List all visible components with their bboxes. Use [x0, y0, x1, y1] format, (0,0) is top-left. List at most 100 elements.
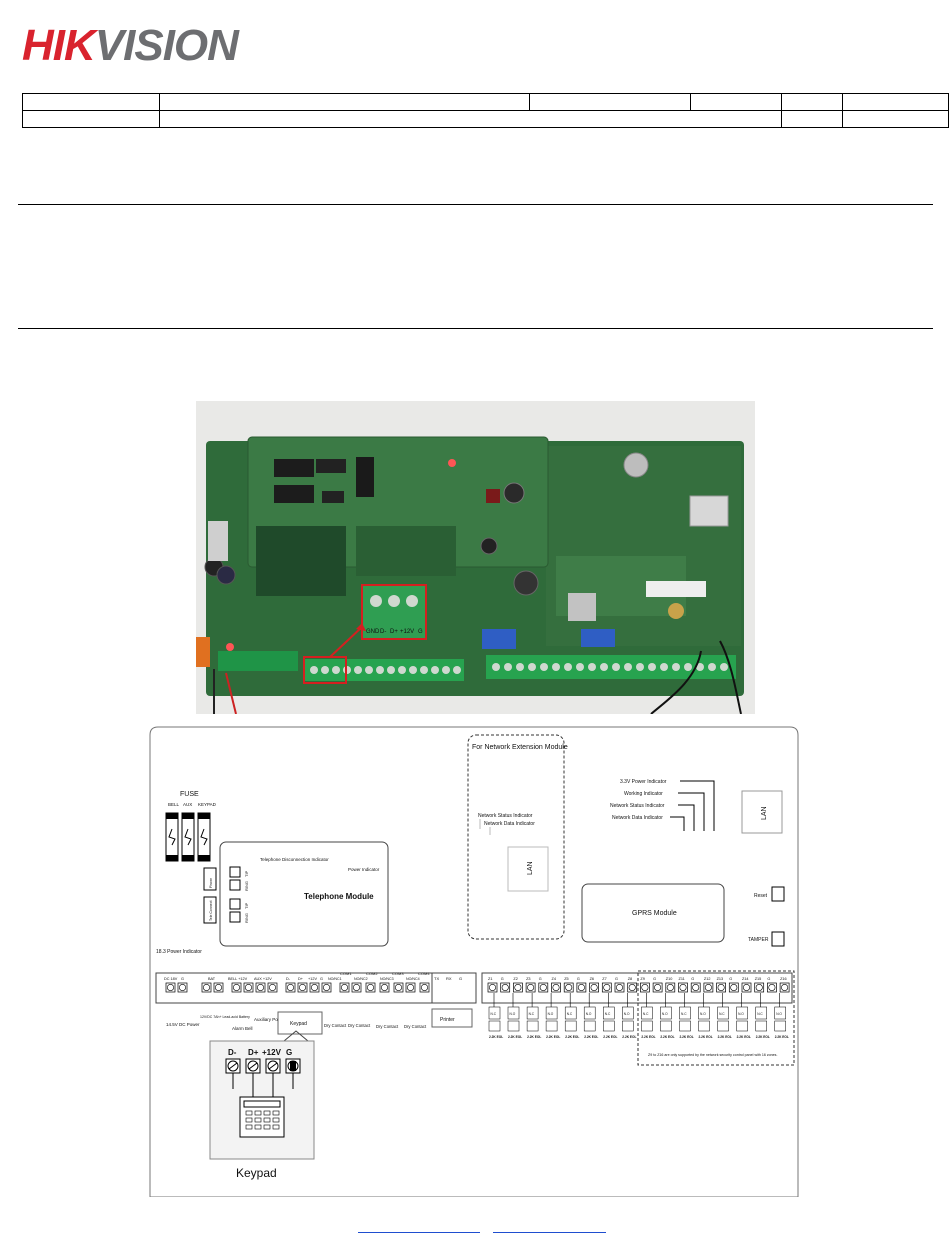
zone-sensor-type: N.C — [491, 1012, 497, 1016]
terminal-screw-head — [406, 983, 414, 991]
printer-rx: RX — [446, 976, 452, 981]
power-caption: 14.5V DC Power — [166, 1022, 200, 1027]
header-row-1 — [22, 93, 949, 111]
relay-nonc2: NO/NC2 — [354, 977, 368, 981]
terminal-screw-head — [178, 983, 186, 991]
network-status-indicator-small: Network Status Indicator — [478, 813, 533, 819]
kpd-12v: +12V — [262, 1048, 282, 1057]
kp-term-dminus: D- — [286, 977, 291, 981]
line-label-tip-1: TIP — [244, 870, 249, 877]
header-cell — [690, 93, 782, 111]
terminal-screw-head — [755, 983, 763, 991]
terminal-screw-head — [717, 983, 725, 991]
zone-sensor-type: N.O — [586, 1012, 592, 1016]
power-indicator-label: Power Indicator — [348, 867, 380, 872]
phone-label: Phone — [209, 878, 213, 888]
zone-label: Z7 — [602, 977, 606, 981]
zone-label: Z6 — [590, 977, 594, 981]
relay-com3: COM3 — [392, 971, 404, 976]
network-16-zone-area — [637, 970, 795, 1066]
zone-sensor: N.C2.2K EOL — [526, 993, 541, 1039]
terminal-screw-head — [233, 983, 241, 991]
terminal-screw-head — [577, 983, 585, 991]
fuse-label-keypad: KEYPAD — [198, 802, 217, 807]
tamper-switch[interactable] — [771, 931, 785, 947]
tamper-label: TAMPER — [748, 937, 769, 943]
telephone-disconnection-indicator: Telephone Disconnection Indicator — [260, 857, 329, 862]
dry-contact-3: Dry Contact — [376, 1024, 399, 1029]
control-panel-board-photo: GND D- D+ +12V G — [196, 401, 755, 714]
zone-sensor-resistor: 2.2K EOL — [775, 1035, 789, 1039]
terminal-screw-head — [245, 983, 253, 991]
network-status-indicator-right: Network Status Indicator — [610, 803, 665, 809]
photo-terminal-dplus: D+ — [390, 629, 398, 635]
zone-sensor-type: N.C — [567, 1012, 573, 1016]
reset-label: Reset — [754, 893, 768, 899]
zone-sensor: N.O2.2K EOL — [698, 993, 713, 1039]
printer-box — [431, 1008, 473, 1028]
terminal-screw-head — [590, 983, 598, 991]
kpd-dminus: D- — [228, 1048, 237, 1057]
terminal-screw-head — [420, 983, 428, 991]
terminal-screw-head — [367, 983, 375, 991]
zone-sensor-type: N.O — [738, 1012, 744, 1016]
relay-com1: COM1 — [340, 971, 352, 976]
zone-label: Z5 — [564, 977, 568, 981]
zone-sensor-resistor: 2.2K EOL — [603, 1035, 617, 1039]
zone-sensor-type: N.O — [510, 1012, 516, 1016]
footer-link-2[interactable] — [493, 1232, 606, 1233]
photo-terminal-g: G — [418, 629, 423, 635]
zone-sensor: N.O2.2K EOL — [660, 993, 675, 1039]
keypad-caption: Keypad — [236, 1166, 277, 1180]
terminal-screw-head — [679, 983, 687, 991]
zone-label: Z16 — [780, 977, 787, 981]
lan-port-small — [507, 846, 549, 892]
keypad-terminal-highlight — [303, 656, 347, 684]
terminal-screw-head — [311, 983, 319, 991]
gnd-label: G — [181, 977, 184, 981]
zone-sensor-resistor: 2.2K EOL — [622, 1035, 636, 1039]
kpd-dplus: D+ — [248, 1048, 259, 1057]
fuse-set — [165, 812, 211, 862]
terminal-screw-head — [353, 983, 361, 991]
zone-sensor: N.O 2.2K EOL — [622, 993, 637, 1039]
kp-term-g: G — [320, 977, 323, 981]
terminal-screw-head — [768, 983, 776, 991]
zone-sensor: N.C2.2K EOL — [603, 993, 618, 1039]
terminal-screw-head — [730, 983, 738, 991]
zone-sensor-resistor: 2.2K EOL — [680, 1035, 694, 1039]
printer-tx: TX — [434, 976, 439, 981]
zone-sensor-resistor: 2.2K EOL — [508, 1035, 522, 1039]
dry-contact-1: Dry Contact — [324, 1023, 347, 1028]
terminal-screw-head — [395, 983, 403, 991]
terminal-screw-head — [704, 983, 712, 991]
printer-g: G — [459, 976, 462, 981]
footer-link-1[interactable] — [358, 1232, 480, 1233]
fuse-title: FUSE — [180, 791, 199, 798]
terminal-screw-head — [552, 983, 560, 991]
zone-label: Z12 — [704, 977, 711, 981]
zone-sensor-type: N.O — [624, 1012, 630, 1016]
keypad-box-label: Keypad — [290, 1021, 307, 1027]
zone-sensor-resistor: 2.2K EOL — [737, 1035, 751, 1039]
zone-sensor: N.C2.2K EOL — [755, 993, 770, 1039]
terminal-screw-head — [381, 983, 389, 991]
terminal-screw-head — [488, 983, 496, 991]
section-rule — [18, 204, 933, 205]
network-data-indicator-right: Network Data Indicator — [612, 815, 663, 821]
header-cell — [529, 93, 691, 111]
zone-sensor: N.C2.2K EOL — [679, 993, 694, 1039]
reset-button[interactable] — [771, 886, 785, 902]
relay-com4: COM4 — [418, 971, 430, 976]
zone-sensor-resistor: 2.2K EOL — [756, 1035, 770, 1039]
lan-small-label: LAN — [527, 861, 534, 875]
bottom-power-indicator: 18.3 Power Indicator — [156, 949, 202, 955]
zone-label: G — [501, 977, 504, 981]
bell-label: BELL +12V — [228, 977, 248, 981]
zone-label: G — [577, 977, 580, 981]
zone-label: Z2 — [513, 977, 517, 981]
zone-sensor-resistor: 2.2K EOL — [489, 1035, 503, 1039]
terminal-screw-head — [202, 983, 210, 991]
terminal-screw-head — [287, 983, 295, 991]
zone-sensor: N.O 2.2K EOL — [736, 993, 751, 1039]
